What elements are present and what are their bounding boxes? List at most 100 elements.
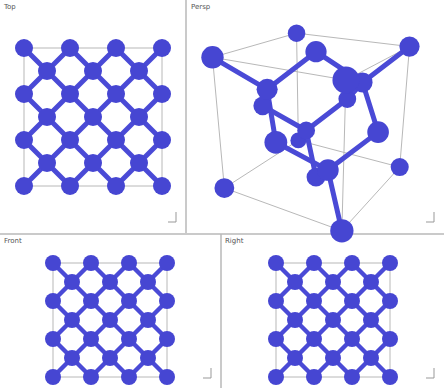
atom <box>83 369 99 385</box>
atom <box>64 312 80 328</box>
atom <box>306 293 322 309</box>
atom <box>107 177 125 195</box>
atom <box>61 177 79 195</box>
atom <box>83 255 99 271</box>
atom <box>367 121 389 143</box>
atom <box>159 369 175 385</box>
atom <box>344 369 360 385</box>
atom <box>391 158 409 176</box>
atom <box>140 350 156 366</box>
cell-outline <box>24 48 162 186</box>
atom <box>15 85 33 103</box>
atom <box>130 108 148 126</box>
atom <box>257 79 278 100</box>
atom <box>83 331 99 347</box>
atom <box>38 108 56 126</box>
atom <box>45 369 61 385</box>
atom <box>268 369 284 385</box>
view-label: Front <box>3 237 23 245</box>
atom <box>121 293 137 309</box>
axis-triads <box>168 212 434 378</box>
atom <box>130 62 148 80</box>
atom <box>363 312 379 328</box>
atom <box>45 255 61 271</box>
atom <box>382 369 398 385</box>
atom <box>287 312 303 328</box>
atom <box>268 293 284 309</box>
atom <box>382 293 398 309</box>
atom <box>15 177 33 195</box>
axis-triad <box>426 368 434 378</box>
atom <box>83 293 99 309</box>
front-view-lattice <box>45 255 175 385</box>
atom <box>382 331 398 347</box>
atom <box>332 67 359 94</box>
atom <box>38 154 56 172</box>
axis-triad <box>168 212 176 222</box>
atom <box>64 350 80 366</box>
atom <box>268 331 284 347</box>
atom <box>159 255 175 271</box>
atom <box>288 24 306 42</box>
atom <box>130 154 148 172</box>
atom <box>325 312 341 328</box>
atom <box>107 85 125 103</box>
axis-triad <box>203 368 211 378</box>
cell-edge <box>400 47 410 168</box>
atom <box>344 331 360 347</box>
atom <box>287 274 303 290</box>
atom <box>61 131 79 149</box>
atom <box>153 131 171 149</box>
cell-edge <box>212 33 296 57</box>
cell-edge <box>224 188 341 231</box>
atom <box>45 293 61 309</box>
atom <box>64 274 80 290</box>
cell-outline <box>53 263 167 377</box>
atom <box>61 85 79 103</box>
atom <box>121 255 137 271</box>
atom <box>363 350 379 366</box>
atom <box>399 36 419 56</box>
atom <box>325 274 341 290</box>
atom <box>214 178 234 198</box>
atom <box>330 219 353 242</box>
atom <box>159 293 175 309</box>
cell-edge <box>212 57 224 188</box>
atom <box>306 369 322 385</box>
atom <box>38 62 56 80</box>
panel-border <box>220 234 222 388</box>
atom <box>297 122 315 140</box>
atom <box>268 255 284 271</box>
atom <box>153 85 171 103</box>
view-label: Top <box>3 3 17 11</box>
atom <box>306 331 322 347</box>
atom <box>45 331 61 347</box>
right-view-lattice <box>268 255 398 385</box>
atom <box>305 41 326 62</box>
view-label: Right <box>224 237 244 245</box>
atom <box>317 159 339 181</box>
atom <box>153 177 171 195</box>
perspective-lattice <box>201 24 419 242</box>
atom <box>84 108 102 126</box>
atom <box>102 274 118 290</box>
atom <box>325 350 341 366</box>
atom <box>153 39 171 57</box>
atom <box>287 350 303 366</box>
cell-outline <box>276 263 390 377</box>
top-view-lattice <box>15 39 171 195</box>
atom <box>84 62 102 80</box>
atom <box>107 131 125 149</box>
atom <box>344 293 360 309</box>
atom <box>107 39 125 57</box>
atom <box>382 255 398 271</box>
panel-border <box>0 233 444 235</box>
atom <box>201 46 223 68</box>
atom <box>363 274 379 290</box>
atom <box>306 255 322 271</box>
atom <box>121 331 137 347</box>
atom <box>102 350 118 366</box>
cell-edge <box>342 167 400 231</box>
